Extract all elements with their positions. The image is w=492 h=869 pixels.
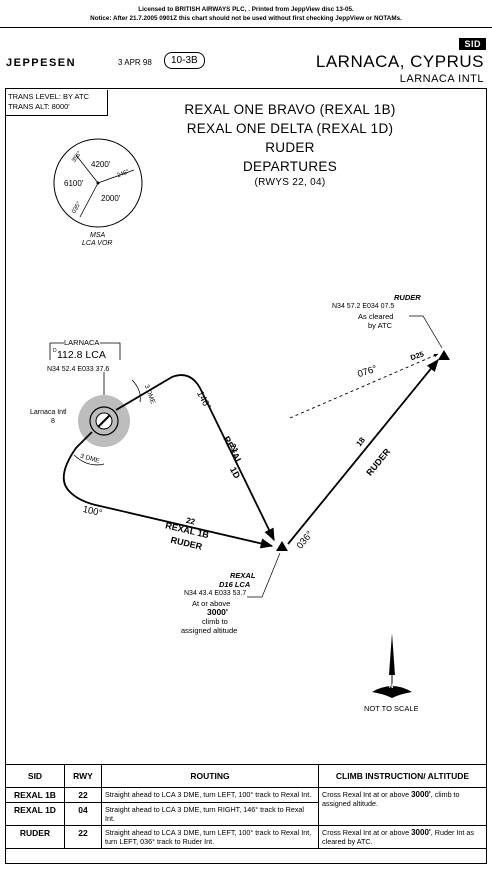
title-line-2: REXAL ONE DELTA (REXAL 1D) — [186, 121, 394, 136]
leg-1b-distance: 22 — [185, 516, 196, 527]
msa-brg-245: 245° — [116, 169, 130, 179]
track-100: 100° — [82, 504, 104, 519]
dme-arc-south — [73, 454, 105, 466]
row-routing: Straight ahead to LCA 3 DME, turn RIGHT,… — [101, 802, 319, 826]
msa-label: MSA — [90, 232, 106, 239]
routing-table: SID RWY ROUTING CLIMB INSTRUCTION/ ALTIT… — [5, 764, 487, 849]
col-sid: SID — [5, 764, 65, 788]
table-row: REXAL 1D 04 Straight ahead to LCA 3 DME,… — [5, 802, 487, 826]
row-routing: Straight ahead to LCA 3 DME, turn LEFT, … — [101, 825, 319, 849]
rexal-note-3: climb to — [202, 617, 228, 626]
rexal-name: REXAL — [230, 571, 256, 580]
route-ruder — [287, 359, 439, 545]
rexal-coords: N34 43.4 E033 53.7 — [184, 590, 246, 597]
dme-arc-north — [131, 379, 141, 403]
ruder-leg-distance: 18 — [354, 435, 367, 448]
chart-date: 3 APR 98 — [118, 58, 152, 67]
d25-label: D25 — [409, 349, 425, 362]
chart-frame — [5, 88, 487, 864]
row-climb: Cross Rexal Int at or above 3000', Ruder… — [318, 825, 487, 849]
msa-alt-w: 6100' — [64, 179, 84, 188]
larnaca-vor-symbol — [78, 372, 130, 447]
title-line-4: DEPARTURES — [242, 159, 338, 174]
msa-brg-035: 035° — [71, 200, 83, 214]
msa-vor-label: LCA VOR — [82, 240, 112, 247]
north-label: N — [389, 684, 393, 690]
climb-alt: 3000' — [411, 828, 431, 837]
vor-name: LARNACA — [64, 338, 99, 347]
jeppesen-logo: JEPPESEN — [6, 57, 77, 69]
license-line-2: Notice: After 21.7.2005 0901Z this chart… — [90, 15, 402, 22]
row-sid: RUDER — [5, 825, 65, 849]
rexal-note-4: assigned altitude — [181, 626, 237, 635]
dme-label-south: 3 DME — [79, 453, 101, 465]
transition-box: TRANS LEVEL: BY ATC TRANS ALT: 8000' — [5, 90, 108, 116]
ruder-leader-line — [409, 315, 443, 349]
table-row: REXAL 1B 22 Straight ahead to LCA 3 DME,… — [5, 787, 487, 826]
leg-1d-name-2: 1D — [228, 465, 242, 480]
msa-alt-ne: 4200' — [91, 160, 111, 169]
title-runways: (RWYS 22, 04) — [254, 177, 326, 188]
leg-1d-name-1: REXAL — [221, 434, 244, 466]
climb-text-a: Cross Rexal Int at or above — [322, 790, 410, 799]
climb-text-c: , Ruder Int as cleared by ATC. — [322, 828, 474, 846]
north-arrow-icon — [372, 633, 412, 698]
not-to-scale: NOT TO SCALE — [364, 704, 419, 713]
table-row: RUDER 22 Straight ahead to LCA 3 DME, tu… — [5, 825, 487, 849]
row-rwy: 22 — [64, 787, 102, 803]
table-header-row: SID RWY ROUTING CLIMB INSTRUCTION/ ALTIT… — [5, 764, 487, 788]
climb-alt: 3000' — [411, 790, 431, 799]
track-076: 076° — [356, 363, 378, 380]
msa-alt-s: 2000' — [101, 194, 121, 203]
ruder-note-1: As cleared — [358, 312, 393, 321]
route-rexal-1d — [115, 374, 275, 542]
sid-badge: SID — [459, 38, 486, 50]
row-rwy: 04 — [64, 802, 102, 826]
airport-label: Larnaca Intl — [30, 409, 67, 416]
procedure-title: REXAL ONE BRAVO (REXAL 1B) REXAL ONE DEL… — [140, 100, 440, 190]
vor-frequency: 112.8 LCA — [57, 349, 106, 361]
vor-coords: N34 52.4 E033 37.6 — [47, 366, 109, 373]
vor-d-symbol: D — [53, 348, 57, 354]
airport-name: LARNACA INTL — [399, 73, 484, 85]
climb-text-a: Cross Rexal Int at or above — [322, 828, 410, 837]
airport-elevation: 8 — [51, 418, 55, 425]
route-rexal-1b — [62, 431, 274, 549]
license-line-1: Licensed to BRITISH AIRWAYS PLC, . Print… — [138, 6, 354, 13]
city-name: LARNACA, CYPRUS — [315, 52, 484, 71]
trans-level: TRANS LEVEL: BY ATC — [8, 92, 90, 101]
trans-alt: TRANS ALT: 8000' — [8, 102, 70, 111]
license-notice: Licensed to BRITISH AIRWAYS PLC, . Print… — [0, 0, 492, 28]
vor-info-box: LARNACA D 112.8 LCA N34 52.4 E033 37.6 — [47, 338, 121, 373]
col-rwy: RWY — [64, 764, 102, 788]
chart-number: 10-3B — [164, 52, 205, 69]
row-sid: REXAL 1D — [5, 802, 65, 826]
ruder-coords: N34 57.2 E034 07.5 — [332, 303, 394, 310]
rexal-waypoint-icon — [276, 541, 288, 551]
rexal-note-1: At or above — [192, 599, 230, 608]
rexal-note-2: 3000' — [207, 607, 228, 617]
col-routing: ROUTING — [101, 764, 319, 788]
ruder-waypoint-icon — [438, 350, 450, 360]
col-climb: CLIMB INSTRUCTION/ ALTITUDE — [318, 764, 487, 788]
ruder-name: RUDER — [394, 293, 421, 302]
row-climb: Cross Rexal Int at or above 3000', climb… — [318, 787, 487, 826]
row-sid: REXAL 1B — [5, 787, 65, 803]
msa-diagram: 4200' 6100' 2000' 355° 245° 035° MSA LCA… — [53, 138, 143, 247]
rexal-dme: D16 LCA — [219, 580, 250, 589]
climb-text-c: , climb to assigned altitude. — [322, 790, 460, 808]
title-line-3: RUDER — [265, 140, 315, 155]
ruder-leg-name: RUDER — [364, 446, 392, 478]
row-routing: Straight ahead to LCA 3 DME, turn LEFT, … — [101, 787, 319, 803]
title-line-1: REXAL ONE BRAVO (REXAL 1B) — [184, 102, 396, 117]
rexal-leader-line — [247, 552, 281, 598]
route-as-cleared — [289, 353, 439, 419]
ruder-note-2: by ATC — [368, 321, 393, 330]
row-rwy: 22 — [64, 825, 102, 849]
